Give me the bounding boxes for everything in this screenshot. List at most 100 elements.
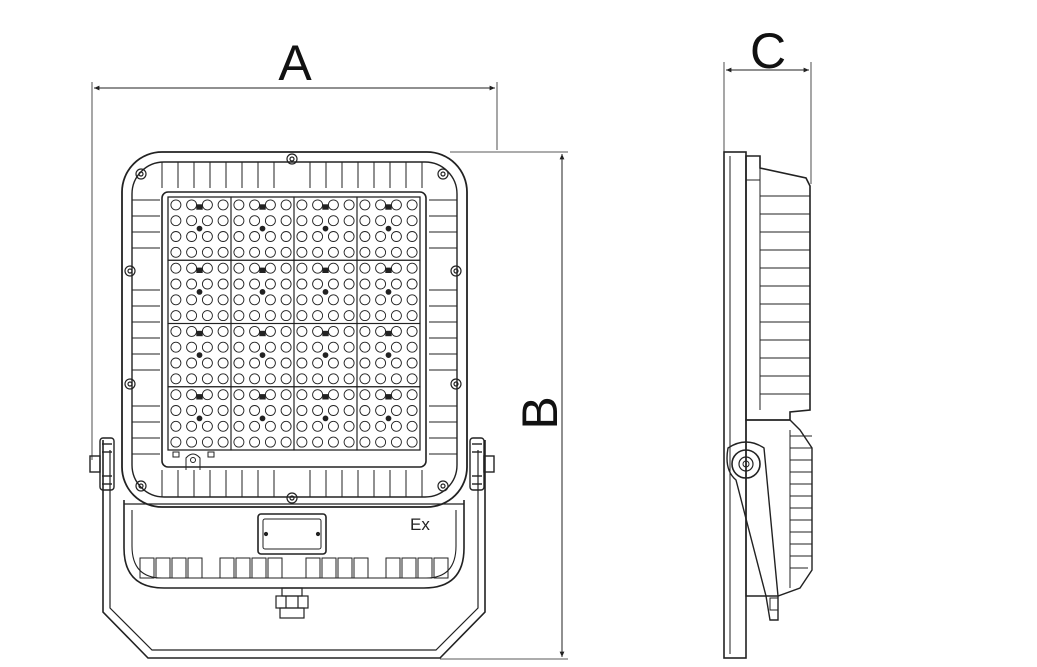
led-lens: [343, 310, 355, 322]
heat-sink-fins-right: [429, 199, 457, 455]
led-lens: [390, 215, 402, 227]
led-lens: [296, 294, 308, 306]
led-lens: [170, 373, 182, 385]
led-lens: [280, 420, 292, 432]
led-lens: [280, 215, 292, 227]
led-lens: [264, 262, 276, 274]
led-lens: [359, 294, 371, 306]
led-lens: [264, 215, 276, 227]
led-lens: [359, 325, 371, 337]
led-lens: [249, 405, 261, 416]
side-front-plate: [723, 151, 747, 659]
led-lens: [359, 341, 371, 353]
led-lens: [375, 389, 387, 401]
led-lens: [280, 262, 292, 274]
led-lens: [296, 325, 308, 337]
led-lens: [296, 373, 308, 385]
led-lens: [390, 231, 402, 242]
led-lens: [217, 325, 229, 337]
dimension-c: [723, 62, 812, 184]
led-lens: [343, 325, 355, 337]
led-lens: [390, 420, 402, 432]
led-lens: [217, 436, 229, 448]
led-lens: [312, 357, 324, 369]
led-lens: [390, 325, 402, 337]
led-lens: [264, 389, 276, 401]
led-lens: [312, 389, 324, 401]
led-lens: [343, 436, 355, 448]
led-lens: [343, 231, 355, 242]
led-module-center-mark: [196, 225, 203, 232]
led-lens: [296, 199, 308, 211]
led-lens: [359, 215, 371, 227]
led-lens: [186, 389, 198, 401]
led-module-center-mark: [196, 352, 203, 358]
led-module-center-mark: [322, 352, 329, 358]
led-lens: [312, 231, 324, 242]
led-lens: [249, 373, 261, 385]
led-lens: [327, 389, 339, 401]
led-lens: [327, 357, 339, 369]
led-module-label-mark: [196, 330, 203, 337]
led-lens: [233, 246, 245, 258]
led-lens: [343, 373, 355, 385]
led-lens: [170, 294, 182, 306]
led-lens: [186, 373, 198, 385]
led-lens: [264, 420, 276, 432]
led-lens: [233, 357, 245, 369]
led-lens: [217, 199, 229, 211]
cable-gland: [275, 587, 309, 619]
led-lens: [343, 389, 355, 401]
dimension-label-b: B: [512, 396, 568, 429]
led-lens: [170, 357, 182, 369]
led-lens: [375, 357, 387, 369]
led-module-center-mark: [385, 415, 392, 422]
led-lens: [375, 310, 387, 322]
front-view: [89, 82, 568, 660]
led-module-center-mark: [196, 288, 203, 295]
led-lens: [375, 246, 387, 258]
led-lens: [233, 420, 245, 432]
led-lens: [201, 357, 213, 369]
led-lens: [280, 389, 292, 401]
led-lens: [312, 215, 324, 227]
led-lens: [296, 231, 308, 242]
led-lens: [233, 278, 245, 290]
led-lens: [170, 325, 182, 337]
led-module-center-mark: [259, 225, 266, 232]
led-lens: [327, 215, 339, 227]
led-lens: [390, 373, 402, 385]
led-module-label-mark: [196, 267, 203, 273]
dimension-b: [440, 151, 568, 660]
led-lens: [343, 341, 355, 353]
led-lens: [233, 389, 245, 401]
led-module-label-mark: [322, 204, 329, 210]
led-module-center-mark: [259, 288, 266, 295]
led-module-label-mark: [385, 204, 392, 210]
led-lens: [406, 436, 418, 448]
led-lens: [186, 246, 198, 258]
led-module-label-mark: [259, 204, 266, 210]
led-lens: [406, 294, 418, 306]
led-lens: [264, 341, 276, 353]
led-lens: [170, 231, 182, 242]
led-lens: [327, 436, 339, 448]
led-lens: [390, 389, 402, 401]
led-lens: [249, 389, 261, 401]
led-lens: [375, 341, 387, 353]
led-lens: [375, 262, 387, 274]
led-lens: [296, 405, 308, 416]
led-lens: [186, 294, 198, 306]
side-driver-housing: [745, 419, 813, 597]
led-lens: [406, 310, 418, 322]
led-module-center-mark: [196, 415, 203, 422]
led-panel-frame: [161, 191, 427, 468]
led-lens: [359, 405, 371, 416]
led-lens: [280, 246, 292, 258]
led-lens: [359, 436, 371, 448]
led-module-center-mark: [322, 415, 329, 422]
led-lens: [217, 231, 229, 242]
led-lens: [280, 231, 292, 242]
led-lens: [170, 436, 182, 448]
